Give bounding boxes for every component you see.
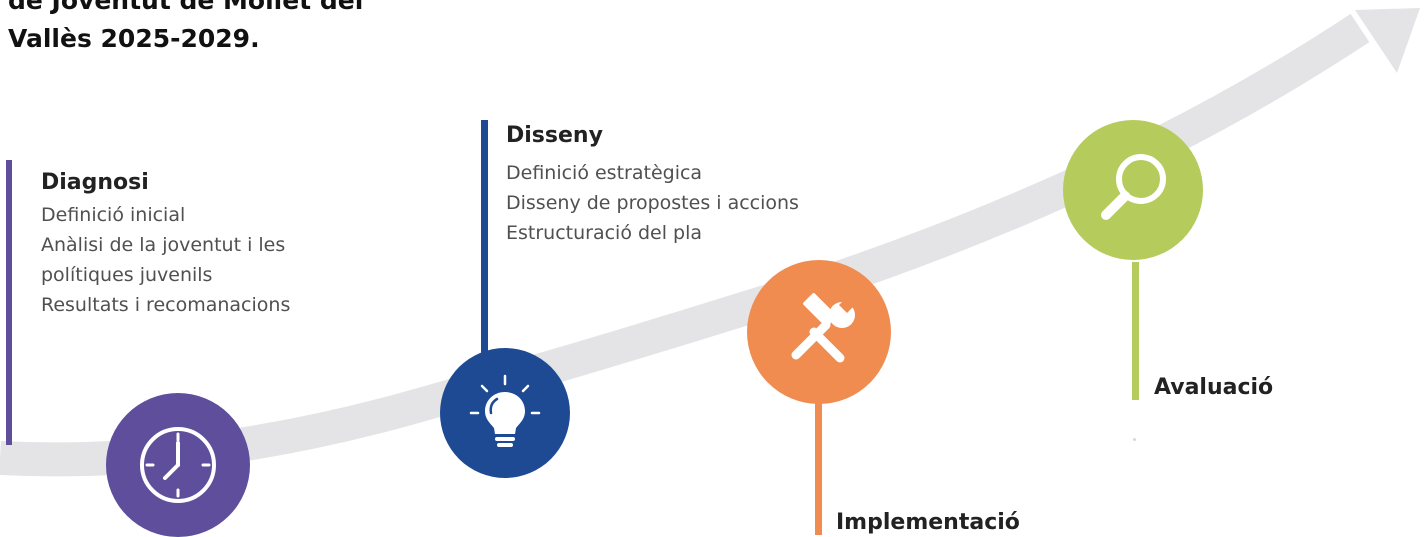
disseny-title: Disseny	[506, 123, 603, 148]
avaluacio-circle	[1063, 120, 1203, 260]
diagnosi-title: Diagnosi	[41, 170, 149, 195]
disseny-item: Estructuració del pla	[506, 222, 703, 244]
disseny-circle	[440, 348, 570, 478]
plan-title: de Joventut de Mollet del Vallès 2025-20…	[8, 0, 363, 58]
diagnosi-item: Definició inicial	[41, 204, 186, 226]
diagnosi-circle	[106, 393, 250, 537]
avaluacio-title: Avaluació	[1154, 375, 1274, 400]
plan-title-line-1: de Joventut de Mollet del	[8, 0, 364, 15]
magnifier-icon	[1101, 154, 1166, 220]
decor-dot	[1133, 438, 1136, 441]
avaluacio-bar	[1132, 262, 1139, 400]
disseny-item: Disseny de propostes i accions	[506, 192, 799, 214]
diagnosi-bar	[6, 160, 12, 445]
disseny-item: Definició estratègica	[506, 162, 703, 184]
implementacio-bar	[815, 400, 822, 535]
diagnosi-item: Resultats i recomanacions	[41, 294, 291, 316]
tools-icon	[791, 293, 855, 363]
diagnosi-item: polítiques juvenils	[41, 264, 213, 286]
lightbulb-icon	[469, 374, 541, 447]
diagnosi-item: Anàlisi de la joventut i les	[41, 234, 286, 256]
implementacio-circle	[747, 260, 891, 404]
disseny-items: Definició estratègica Disseny de propost…	[506, 158, 799, 248]
disseny-bar	[481, 120, 488, 375]
diagnosi-items: Definició inicial Anàlisi de la joventut…	[41, 200, 290, 320]
arrow-head	[1355, 8, 1420, 73]
clock-icon	[140, 427, 216, 503]
implementacio-title: Implementació	[836, 510, 1020, 535]
plan-title-line-2: Vallès 2025-2029.	[8, 24, 260, 53]
